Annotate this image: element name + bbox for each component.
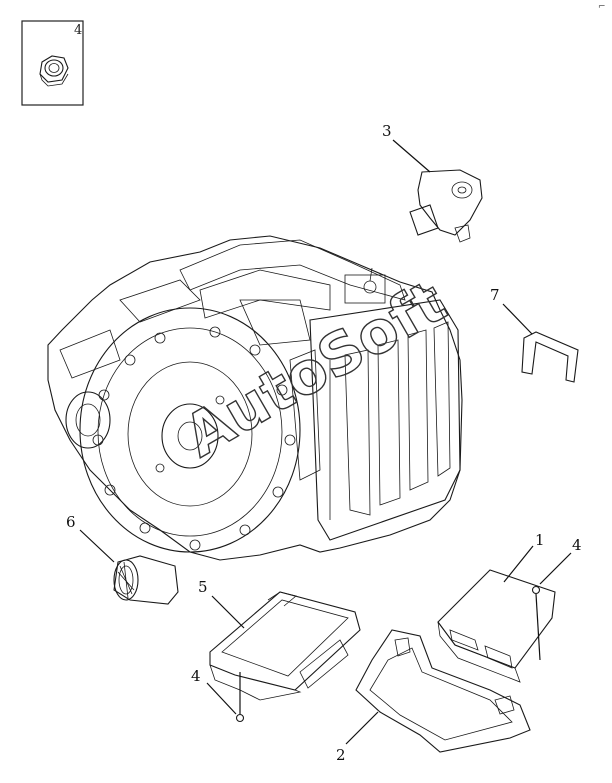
inset-label: 4 (74, 23, 82, 38)
fastener-4-right (531, 585, 541, 595)
callout-6: 6 (66, 513, 76, 531)
callout-7: 7 (490, 286, 500, 304)
part-6-connector (113, 555, 179, 605)
nut-icon (39, 55, 69, 87)
part-2-bracket (355, 629, 531, 753)
corner-mark: ⌐ (598, 2, 606, 12)
part-1-module (437, 569, 556, 683)
callout-4-left: 4 (191, 667, 201, 685)
fastener-4-left (235, 713, 245, 723)
part-3-sensor (409, 169, 483, 243)
part-5-control-module (209, 591, 361, 701)
callout-2: 2 (336, 746, 346, 764)
callout-4-right: 4 (572, 536, 582, 554)
part-7-clip (521, 331, 579, 383)
callout-5: 5 (198, 578, 208, 596)
callout-3: 3 (382, 122, 392, 140)
leader-lines (79, 139, 572, 745)
inset-nut-box: 4 (21, 20, 84, 106)
callout-1: 1 (535, 531, 545, 549)
transmission-assembly (47, 235, 463, 561)
